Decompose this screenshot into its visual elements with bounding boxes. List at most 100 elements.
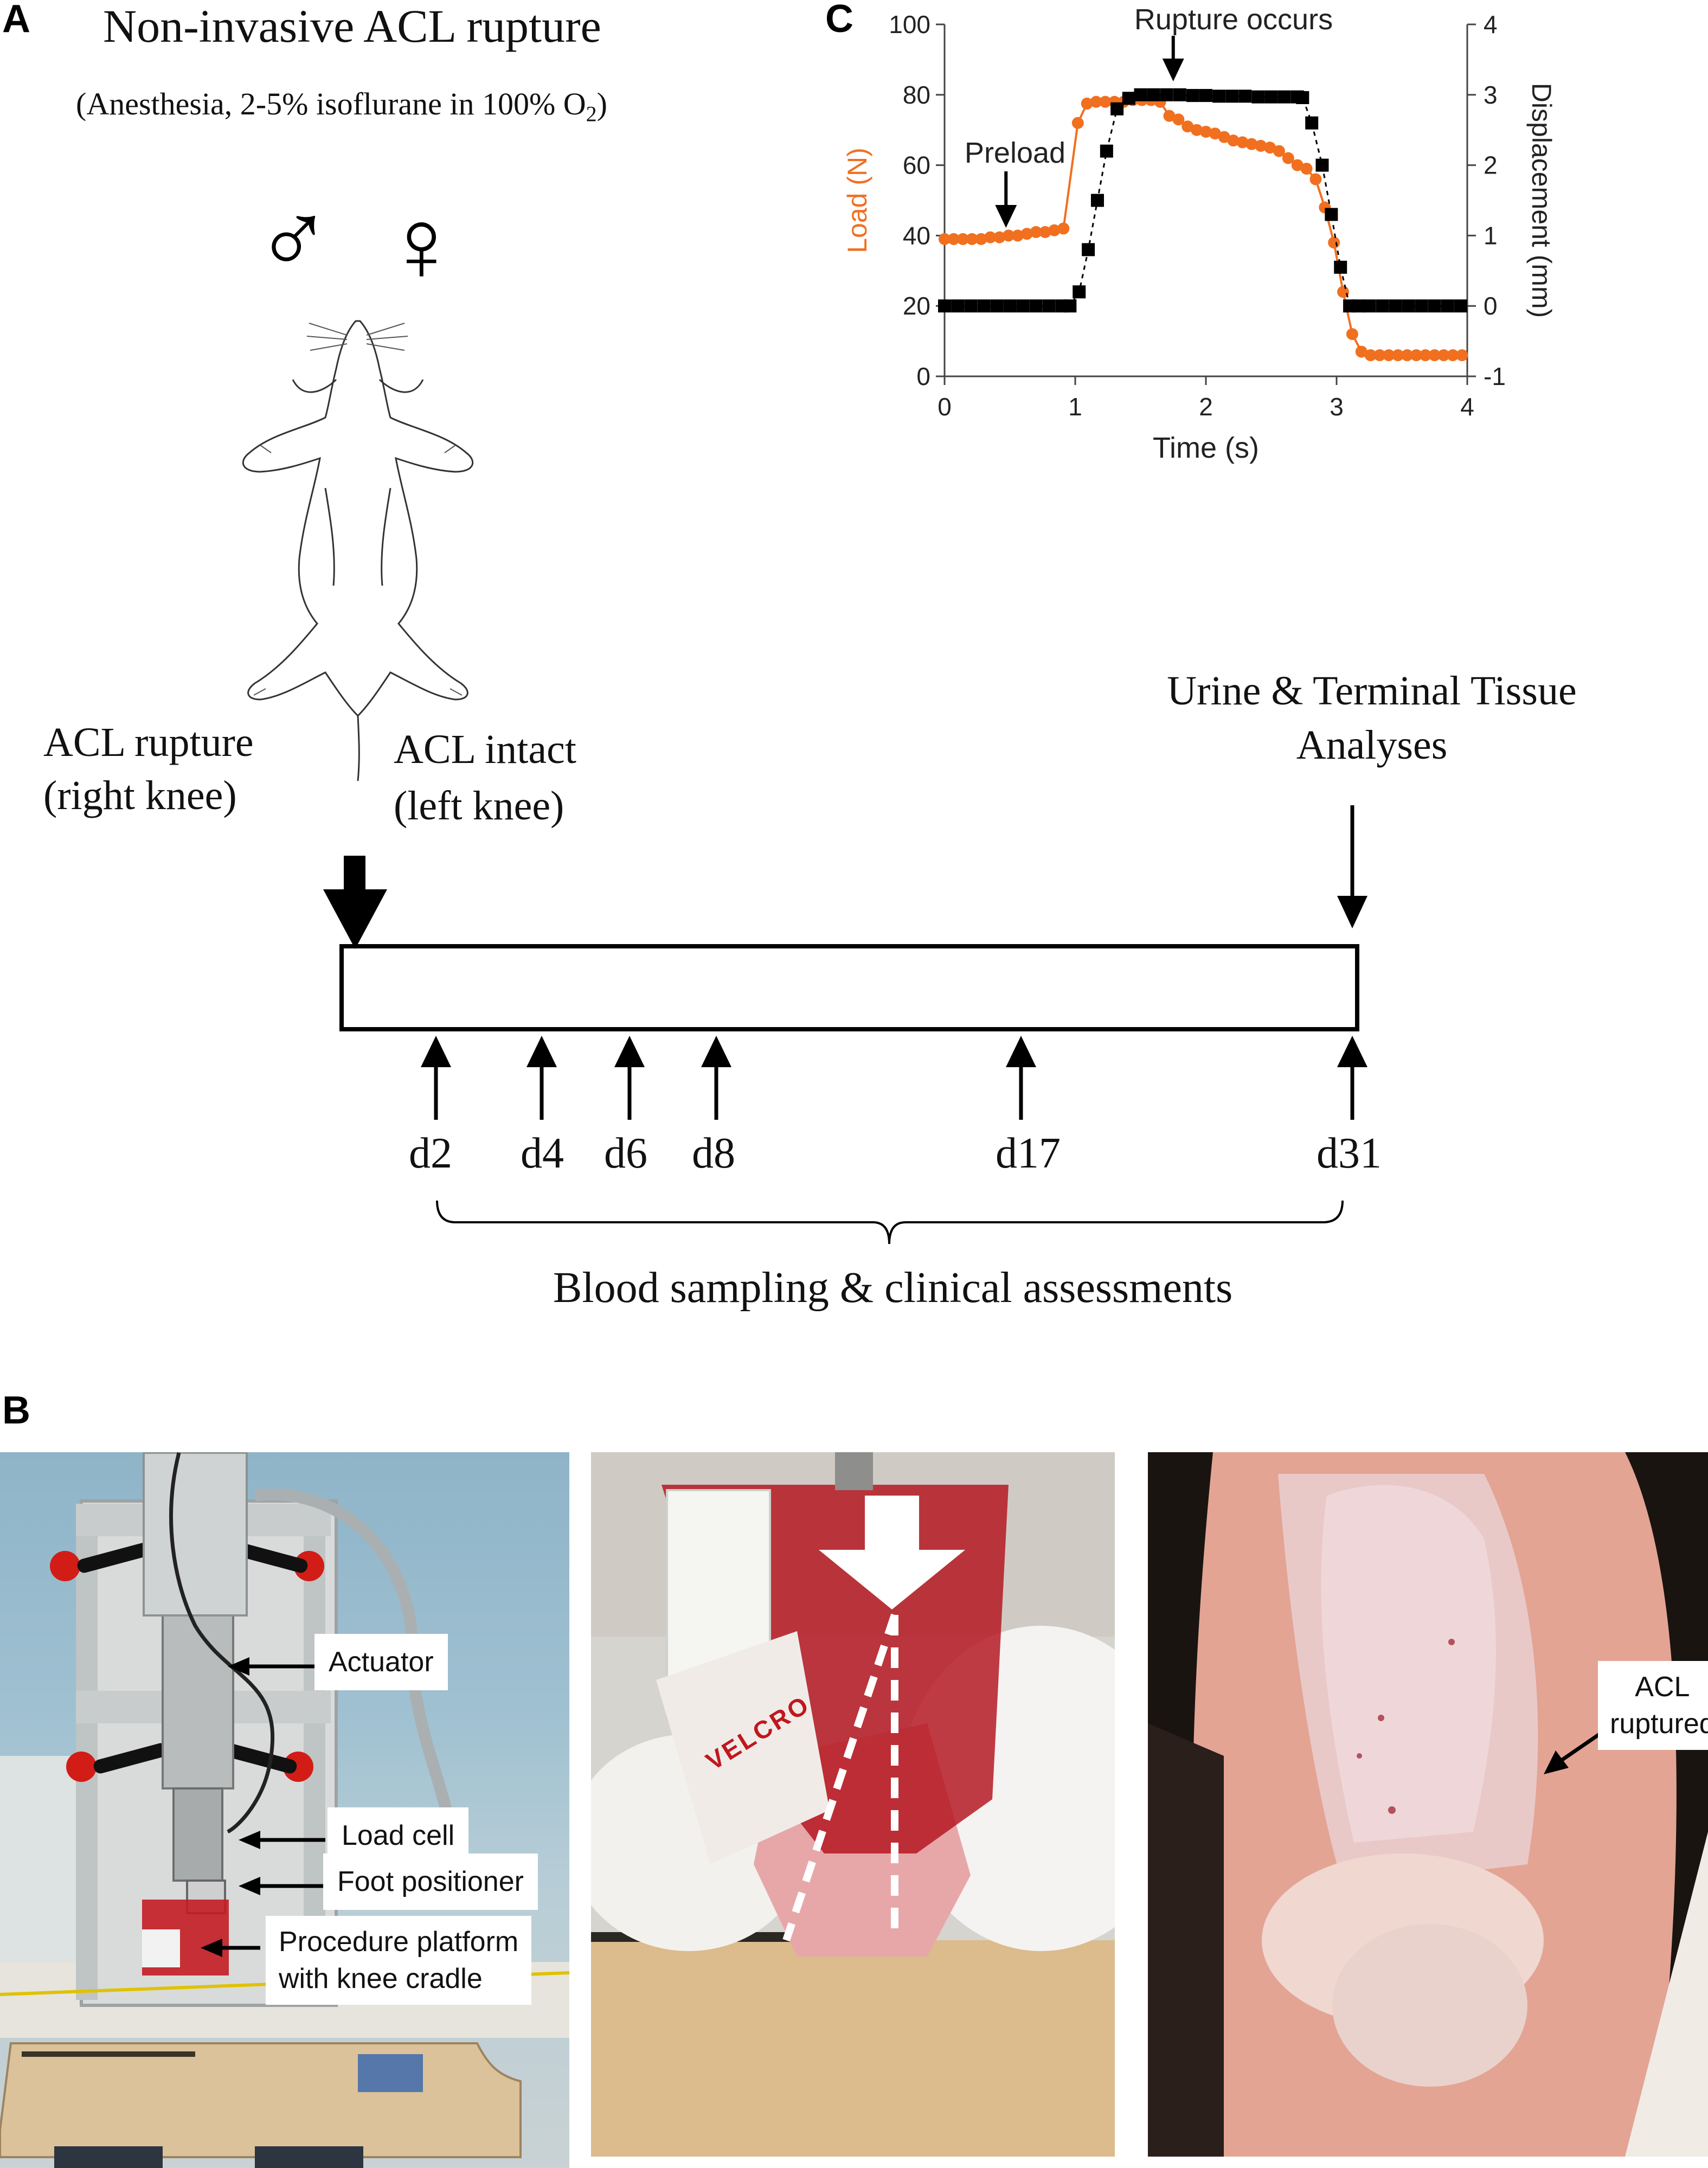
load-point <box>1057 222 1070 235</box>
displacement-point <box>1441 299 1454 313</box>
callout-foot-positioner: Foot positioner <box>323 1853 538 1910</box>
load-point <box>1099 95 1112 108</box>
y-right-tick-label: 0 <box>1484 292 1498 320</box>
panel-b-label: B <box>2 1389 30 1432</box>
y-right-tick-label: 2 <box>1484 151 1498 179</box>
displacement-point <box>990 299 1004 313</box>
day-label-d2: d2 <box>409 1130 452 1177</box>
displacement-point <box>1225 89 1239 103</box>
displacement-point <box>1264 90 1278 104</box>
bracket-caption: Blood sampling & clinical assessments <box>553 1264 1233 1312</box>
load-point <box>1328 236 1340 249</box>
load-point <box>1346 328 1358 341</box>
load-point <box>1447 349 1459 362</box>
displacement-point <box>1063 299 1077 313</box>
displacement-point <box>1363 299 1376 313</box>
load-point <box>1456 349 1468 362</box>
displacement-point <box>1082 243 1095 256</box>
load-point <box>1030 226 1042 238</box>
displacement-point <box>1296 91 1309 104</box>
y-right-tick-label: -1 <box>1484 362 1506 390</box>
load-point <box>1011 229 1024 242</box>
displacement-point <box>1199 89 1212 102</box>
load-point <box>1300 163 1313 175</box>
y-left-tick-label: 60 <box>903 151 930 179</box>
callout-acl-ruptured-line1: ACL <box>1635 1671 1690 1703</box>
acl-rupture-label-line2: (right knee) <box>43 773 237 818</box>
x-tick-label: 3 <box>1330 393 1344 421</box>
displacement-point <box>1251 90 1265 104</box>
displacement-point <box>1238 89 1252 103</box>
acl-intact-label: ACL intact (left knee) <box>394 721 576 834</box>
annotation-preload-arrowhead <box>995 205 1017 228</box>
load-point <box>1264 142 1276 154</box>
female-symbol: ♀ <box>383 188 460 303</box>
load-point <box>1209 127 1221 140</box>
displacement-point <box>1305 116 1319 130</box>
load-point <box>1071 117 1084 129</box>
displacement-point <box>1029 299 1043 313</box>
displacement-point <box>1173 88 1186 101</box>
knee-cradle-photo: VELCRO <box>591 1452 1115 2157</box>
panel-a-title: Non-invasive ACL rupture <box>103 0 601 52</box>
load-point <box>975 233 987 245</box>
x-tick-label: 0 <box>938 393 952 421</box>
load-point <box>1245 138 1258 150</box>
male-symbol: ♂ <box>255 181 332 296</box>
terminal-analyses-line1: Urine & Terminal Tissue <box>1167 668 1577 714</box>
displacement-point <box>1428 299 1441 313</box>
terminal-analyses-line2: Analyses <box>1296 722 1448 768</box>
load-point <box>939 233 951 245</box>
y-right-tick-label: 1 <box>1484 221 1498 249</box>
y-right-axis-title: Displacement (mm) <box>1526 83 1557 318</box>
callout-acl-ruptured-line2: ruptured <box>1610 1708 1708 1740</box>
series-line-1 <box>945 94 1461 307</box>
load-point <box>1090 95 1102 108</box>
ruptured-acl-photo: ACL ruptured <box>1148 1452 1708 2157</box>
displacement-point <box>1402 299 1415 313</box>
displacement-point <box>1277 90 1291 104</box>
load-point <box>984 231 997 243</box>
load-point <box>1373 349 1386 362</box>
y-right-tick-label: 4 <box>1484 10 1498 39</box>
load-point <box>1401 349 1414 362</box>
panel-c-label: C <box>825 0 853 41</box>
load-point <box>1392 349 1404 362</box>
y-left-tick-label: 80 <box>903 81 930 109</box>
annotation-preload: Preload <box>965 137 1065 169</box>
y-left-axis-title: Load (N) <box>842 147 872 253</box>
load-direction-arrow <box>819 1496 965 1609</box>
day-label-d17: d17 <box>996 1130 1061 1177</box>
callout-acl-ruptured: ACL ruptured <box>1598 1661 1708 1750</box>
displacement-point <box>1315 158 1329 172</box>
annotation-rupture: Rupture occurs <box>1134 3 1333 36</box>
acl-rupture-label-line1: ACL rupture <box>43 720 254 765</box>
displacement-point <box>1110 102 1124 116</box>
displacement-point <box>1212 89 1226 103</box>
x-axis-title: Time (s) <box>1153 432 1259 464</box>
displacement-point <box>1090 194 1104 207</box>
x-tick-label: 2 <box>1199 393 1213 421</box>
load-point <box>1039 226 1051 238</box>
load-point <box>1364 349 1377 362</box>
load-point <box>966 233 978 245</box>
load-point <box>1003 229 1015 242</box>
load-point <box>947 233 960 245</box>
load-point <box>1200 125 1212 138</box>
displacement-point <box>1389 299 1402 313</box>
y-left-tick-label: 0 <box>916 362 930 390</box>
displacement-point <box>1147 88 1160 101</box>
callout-actuator: Actuator <box>314 1634 448 1690</box>
load-point <box>1428 349 1441 362</box>
day-label-d8: d8 <box>692 1130 735 1177</box>
displacement-point <box>1100 144 1113 158</box>
load-point <box>1218 131 1230 143</box>
displacement-point <box>1334 260 1347 274</box>
annotation-rupture-arrowhead <box>1162 59 1184 81</box>
displacement-point <box>1325 208 1338 221</box>
displacement-point <box>1415 299 1428 313</box>
acl-intact-label-line2: (left knee) <box>394 783 564 829</box>
callout-procedure-platform-line2: with knee cradle <box>279 1963 483 1994</box>
load-point <box>1172 113 1185 126</box>
day-label-d4: d4 <box>521 1130 564 1177</box>
